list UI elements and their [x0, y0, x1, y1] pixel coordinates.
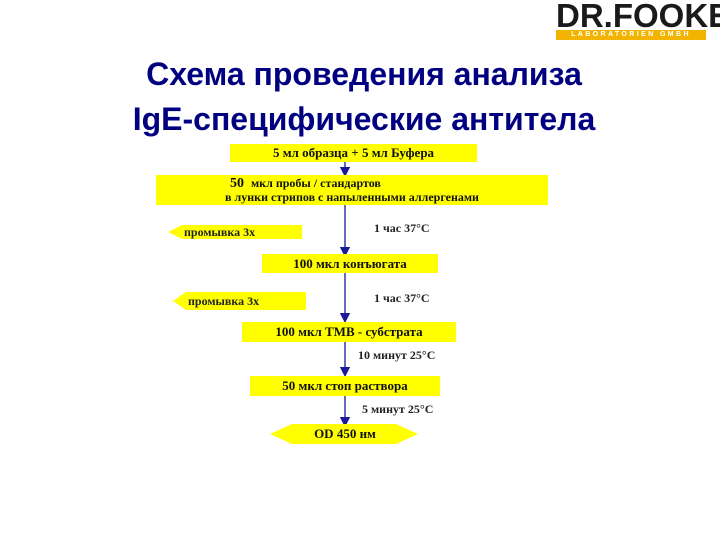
step-samples-standards: 50 мкл пробы / стандартов в лунки стрипо… — [156, 175, 548, 205]
wash-label-2: промывка 3х — [188, 294, 260, 308]
step-samples-line1: мкл пробы / стандартов — [251, 176, 381, 190]
step-sample-buffer: 5 мл образца + 5 мл Буфера — [230, 144, 477, 162]
slide-title: Схема проведения анализа — [146, 56, 582, 92]
incubation-label-3: 10 минут 25°С — [358, 348, 436, 362]
step-stop-solution: 50 мкл стоп раствора — [250, 376, 440, 396]
slide-subtitle: IgE-специфические антитела — [132, 101, 596, 137]
od-shape — [270, 424, 418, 444]
incubation-label-1: 1 час 37°С — [374, 221, 430, 235]
logo-subtitle: LABORATORIEN GMBH — [556, 30, 706, 40]
incubation-label-2: 1 час 37°С — [374, 291, 430, 305]
step-tmb-substrate: 100 мкл TMB - субстрата — [242, 322, 456, 342]
company-logo: DR.FOOKE LABORATORIEN GMBH — [552, 0, 720, 44]
step-samples-line2: в лунки стрипов с напыленными аллергенам… — [225, 190, 479, 204]
wash-shape-1 — [168, 225, 302, 239]
logo-wordmark: DR.FOOKE — [556, 0, 720, 34]
step-od-result: OD 450 нм — [314, 426, 376, 441]
step-conjugate: 100 мкл конъюгата — [262, 254, 438, 273]
step-volume: 50 — [230, 176, 244, 191]
wash-label-1: промывка 3х — [184, 225, 256, 239]
wash-shape-2 — [173, 292, 306, 310]
incubation-label-4: 5 минут 25°С — [362, 402, 434, 416]
